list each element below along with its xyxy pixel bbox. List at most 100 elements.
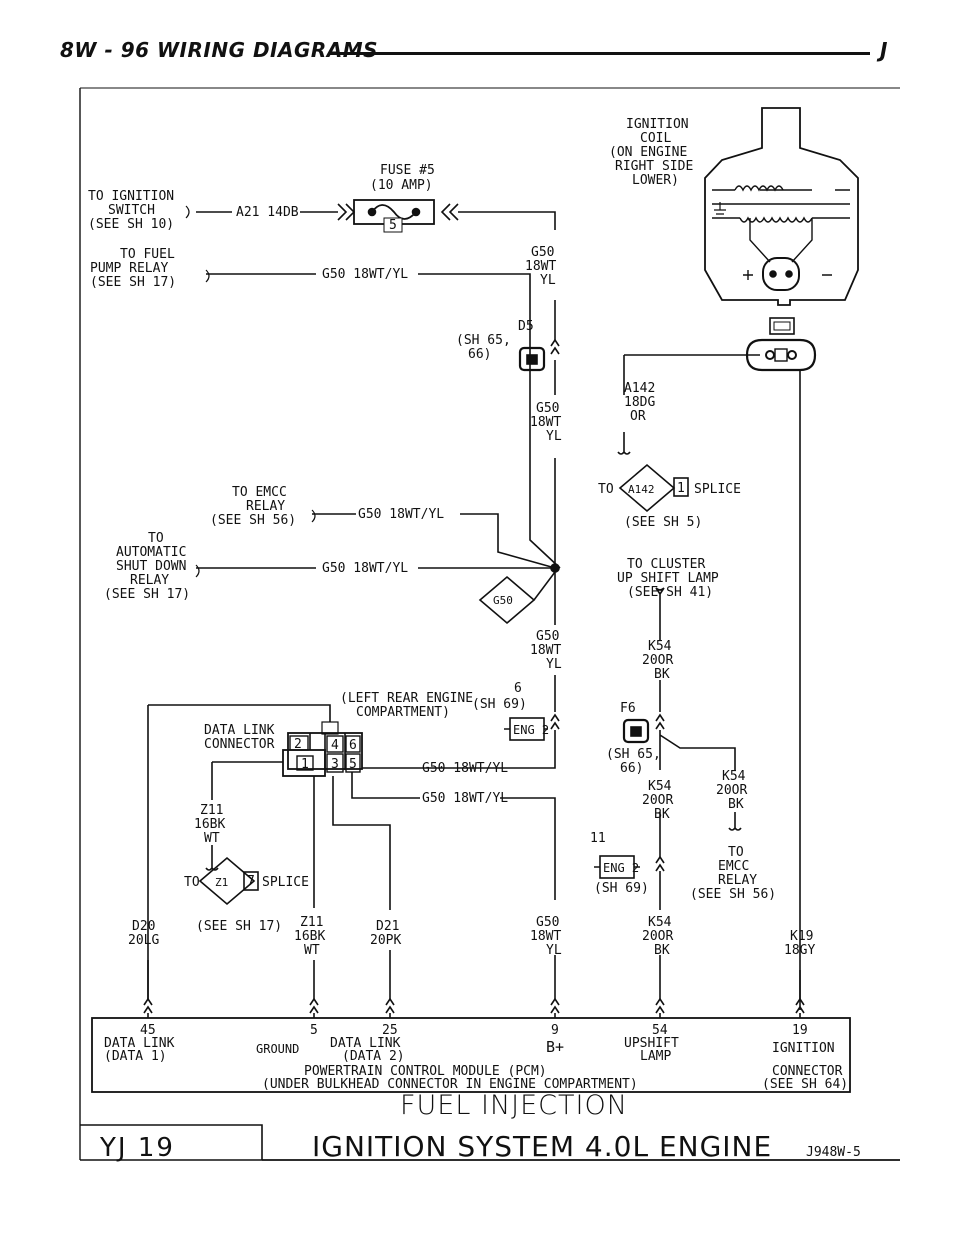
k19-2: 18GY [784,943,815,958]
g50-dlc-1: G50 18WT/YL [422,761,508,776]
k54-right-3: BK [728,797,744,812]
footer-title-2: IGNITION SYSTEM 4.0L ENGINE [312,1130,773,1163]
k54-left-2: 20OR [642,793,673,808]
f6-see-1: (SH 65, [606,747,661,762]
coil-label-5: LOWER) [632,173,679,188]
emcc-1: TO EMCC [232,485,287,500]
z1-splice-suffix: SPLICE [262,875,309,890]
ign-switch-label-3: (SEE SH 10) [88,217,174,232]
cluster-2: UP SHIFT LAMP [617,571,719,586]
k54-bot-2: 20OR [642,929,673,944]
g50-upper-1: G50 [531,245,554,260]
z1-see: (SEE SH 17) [196,919,282,934]
eng2-top-label: ENG 2 [513,723,549,737]
dlc-pin-2: 2 [294,737,302,752]
model-label: YJ 19 [100,1133,175,1163]
pcm-pin-54-l1: UPSHIFT [624,1036,679,1051]
pcm-module-1: POWERTRAIN CONTROL MODULE (PCM) [304,1064,547,1079]
g50-upper-2: 18WT [525,259,556,274]
dlc-pin-1: 1 [301,757,309,772]
header-rule [330,52,870,55]
dlc-label-2: CONNECTOR [204,737,275,752]
f6-see-2: 66) [620,761,643,776]
z11-upper-2: 16BK [194,817,225,832]
g50-branch-asd: G50 18WT/YL [322,561,408,576]
g50-bot-1: G50 [536,915,559,930]
d5-see-1: (SH 65, [456,333,511,348]
a142-wire-2: 18DG [624,395,655,410]
pcm-pin-45-l1: DATA LINK [104,1036,175,1051]
emcc2-3: RELAY [718,873,757,888]
pcm-pin-9-l1: B+ [546,1038,564,1056]
connector-ref-2: (SEE SH 64) [762,1077,848,1092]
k54-left-3: BK [654,807,670,822]
labels: IGNITION COIL (ON ENGINE RIGHT SIDE LOWE… [88,117,848,1092]
eng2-bot-see: (SH 69) [594,881,649,896]
wire-a21-label: A21 14DB [236,205,299,220]
pcm-pin-5: 5 [310,1023,318,1038]
asd-1: TO [148,531,164,546]
a142-wire-1: A142 [624,381,655,396]
g50-mid-1: G50 [536,401,559,416]
g50-mid-3: YL [546,429,562,444]
pcm-pin-19-l1: IGNITION [772,1041,835,1056]
pcm-pin-45: 45 [140,1023,156,1038]
emcc2-2: EMCC [718,859,749,874]
pcm-pin-9: 9 [551,1023,559,1038]
z11-upper-1: Z11 [200,803,223,818]
g50-bot-2: 18WT [530,929,561,944]
pcm-pin-25-l2: (DATA 2) [342,1049,405,1064]
pcm-module-2: (UNDER BULKHEAD CONNECTOR IN ENGINE COMP… [262,1077,638,1092]
eng2-bot-label: ENG 2 [603,861,639,875]
f6-label: F6 [620,701,636,716]
k54-left-1: K54 [648,779,672,794]
pcm-pin-54-l2: LAMP [640,1049,671,1064]
g50-lower-3: YL [546,657,562,672]
g50-bot-3: YL [546,943,562,958]
coil-label-4: RIGHT SIDE [615,159,693,174]
d20-1: D20 [132,919,155,934]
pcm-pin-25-l1: DATA LINK [330,1036,401,1051]
dlc-pin-4: 4 [331,738,339,753]
k54-bot-3: BK [654,943,670,958]
pcm-box [91,1017,851,1093]
g50-lower-1: G50 [536,629,559,644]
z1-to: TO [184,875,200,890]
fuse-label: FUSE #5 [380,163,435,178]
connector-ref-1: CONNECTOR [772,1064,843,1079]
diagram-code: J948W-5 [806,1145,861,1160]
asd-3: SHUT DOWN [116,559,186,574]
fuse-amp-label: (10 AMP) [370,178,433,193]
coil-label-3: (ON ENGINE [609,145,687,160]
g50-dlc-2: G50 18WT/YL [422,791,508,806]
k54-top-2: 20OR [642,653,673,668]
g50-branch-emcc: G50 18WT/YL [358,507,444,522]
z11-lower-3: WT [304,943,320,958]
cluster-1: TO CLUSTER [627,557,705,572]
coil-label-2: COIL [640,131,671,146]
d20-2: 20LG [128,933,159,948]
asd-2: AUTOMATIC [116,545,186,560]
emcc-2: RELAY [246,499,285,514]
d21-1: D21 [376,919,399,934]
footer-title-1: FUEL INJECTION [400,1090,628,1121]
pcm-pin-5-l1: GROUND [256,1042,299,1056]
k54-top-1: K54 [648,639,672,654]
g50-branch-fuel: G50 18WT/YL [322,267,408,282]
a142-to: TO [598,482,614,497]
a142-splice-suffix: SPLICE [694,482,741,497]
a142-see: (SEE SH 5) [624,515,702,530]
brand-letter: J [880,38,888,62]
coil-label-1: IGNITION [626,117,689,132]
ign-switch-label-2: SWITCH [108,203,155,218]
ign-switch-label-1: TO IGNITION [88,189,174,204]
k54-right-1: K54 [722,769,746,784]
eng2-top-see: (SH 69) [472,697,527,712]
eng2-top-pin: 6 [514,681,522,696]
pcm-pin-54: 54 [652,1023,668,1038]
a142-wire-3: OR [630,409,646,424]
cluster-3: (SEE SH 41) [627,585,713,600]
left-rear-1: (LEFT REAR ENGINE [340,691,473,706]
a142-splice-num: 1 [677,481,685,496]
fuel-pump-1: TO FUEL [120,247,175,262]
